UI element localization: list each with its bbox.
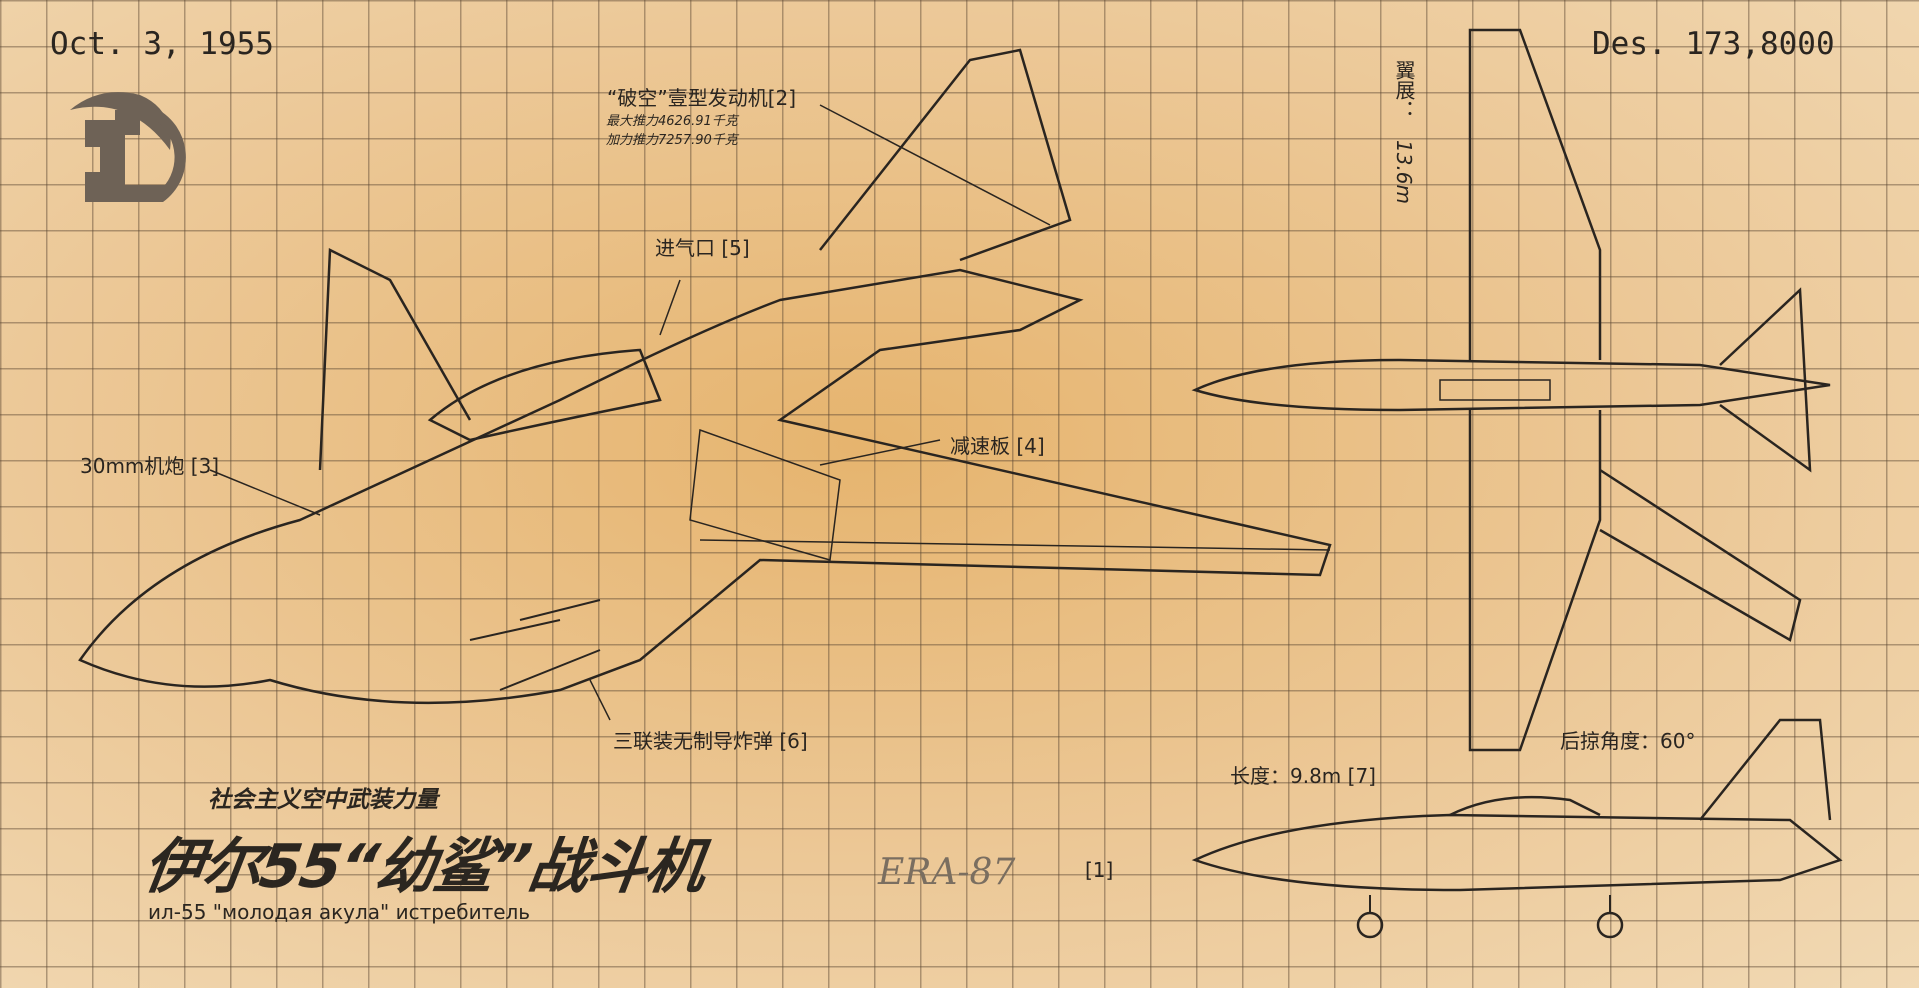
date-stamp: Oct. 3, 1955 bbox=[50, 26, 274, 62]
engine-thrust-max: 最大推力4626.91千克 bbox=[606, 114, 738, 129]
bombs-label: 三联装无制导炸弹 [6] bbox=[613, 729, 808, 753]
top-view-jet bbox=[1191, 28, 1831, 752]
title-main: 伊尔55“幼鲨”战斗机 bbox=[139, 832, 708, 902]
length-label: 长度：9.8m [7] bbox=[1230, 764, 1376, 788]
wingspan-label: 翼展： bbox=[1392, 60, 1416, 120]
leader-lines bbox=[209, 104, 1051, 721]
side-view-jet bbox=[1191, 718, 1843, 939]
sweep-angle-label: 后掠角度：60° bbox=[1560, 729, 1696, 753]
title-code: ERA-87 bbox=[878, 852, 1016, 893]
cannon-label: 30mm机炮 [3] bbox=[80, 454, 220, 478]
title-subtitle: 社会主义空中武装力量 bbox=[208, 787, 438, 813]
perspective-jet bbox=[78, 48, 1332, 705]
title-reference: [1] bbox=[1085, 858, 1114, 882]
title-russian: ил-55 "молодая акула" истребитель bbox=[148, 900, 531, 924]
engine-label: “破空”壹型发动机[2] bbox=[607, 86, 797, 110]
airbrake-label: 减速板 [4] bbox=[950, 434, 1045, 458]
logo bbox=[70, 92, 186, 202]
intake-label: 进气口 [5] bbox=[655, 236, 750, 260]
wingspan-value: 13.6m bbox=[1392, 140, 1416, 205]
engine-thrust-afterburner: 加力推力7257.90千克 bbox=[606, 133, 738, 148]
designation-number: Des. 173,8000 bbox=[1592, 26, 1835, 62]
